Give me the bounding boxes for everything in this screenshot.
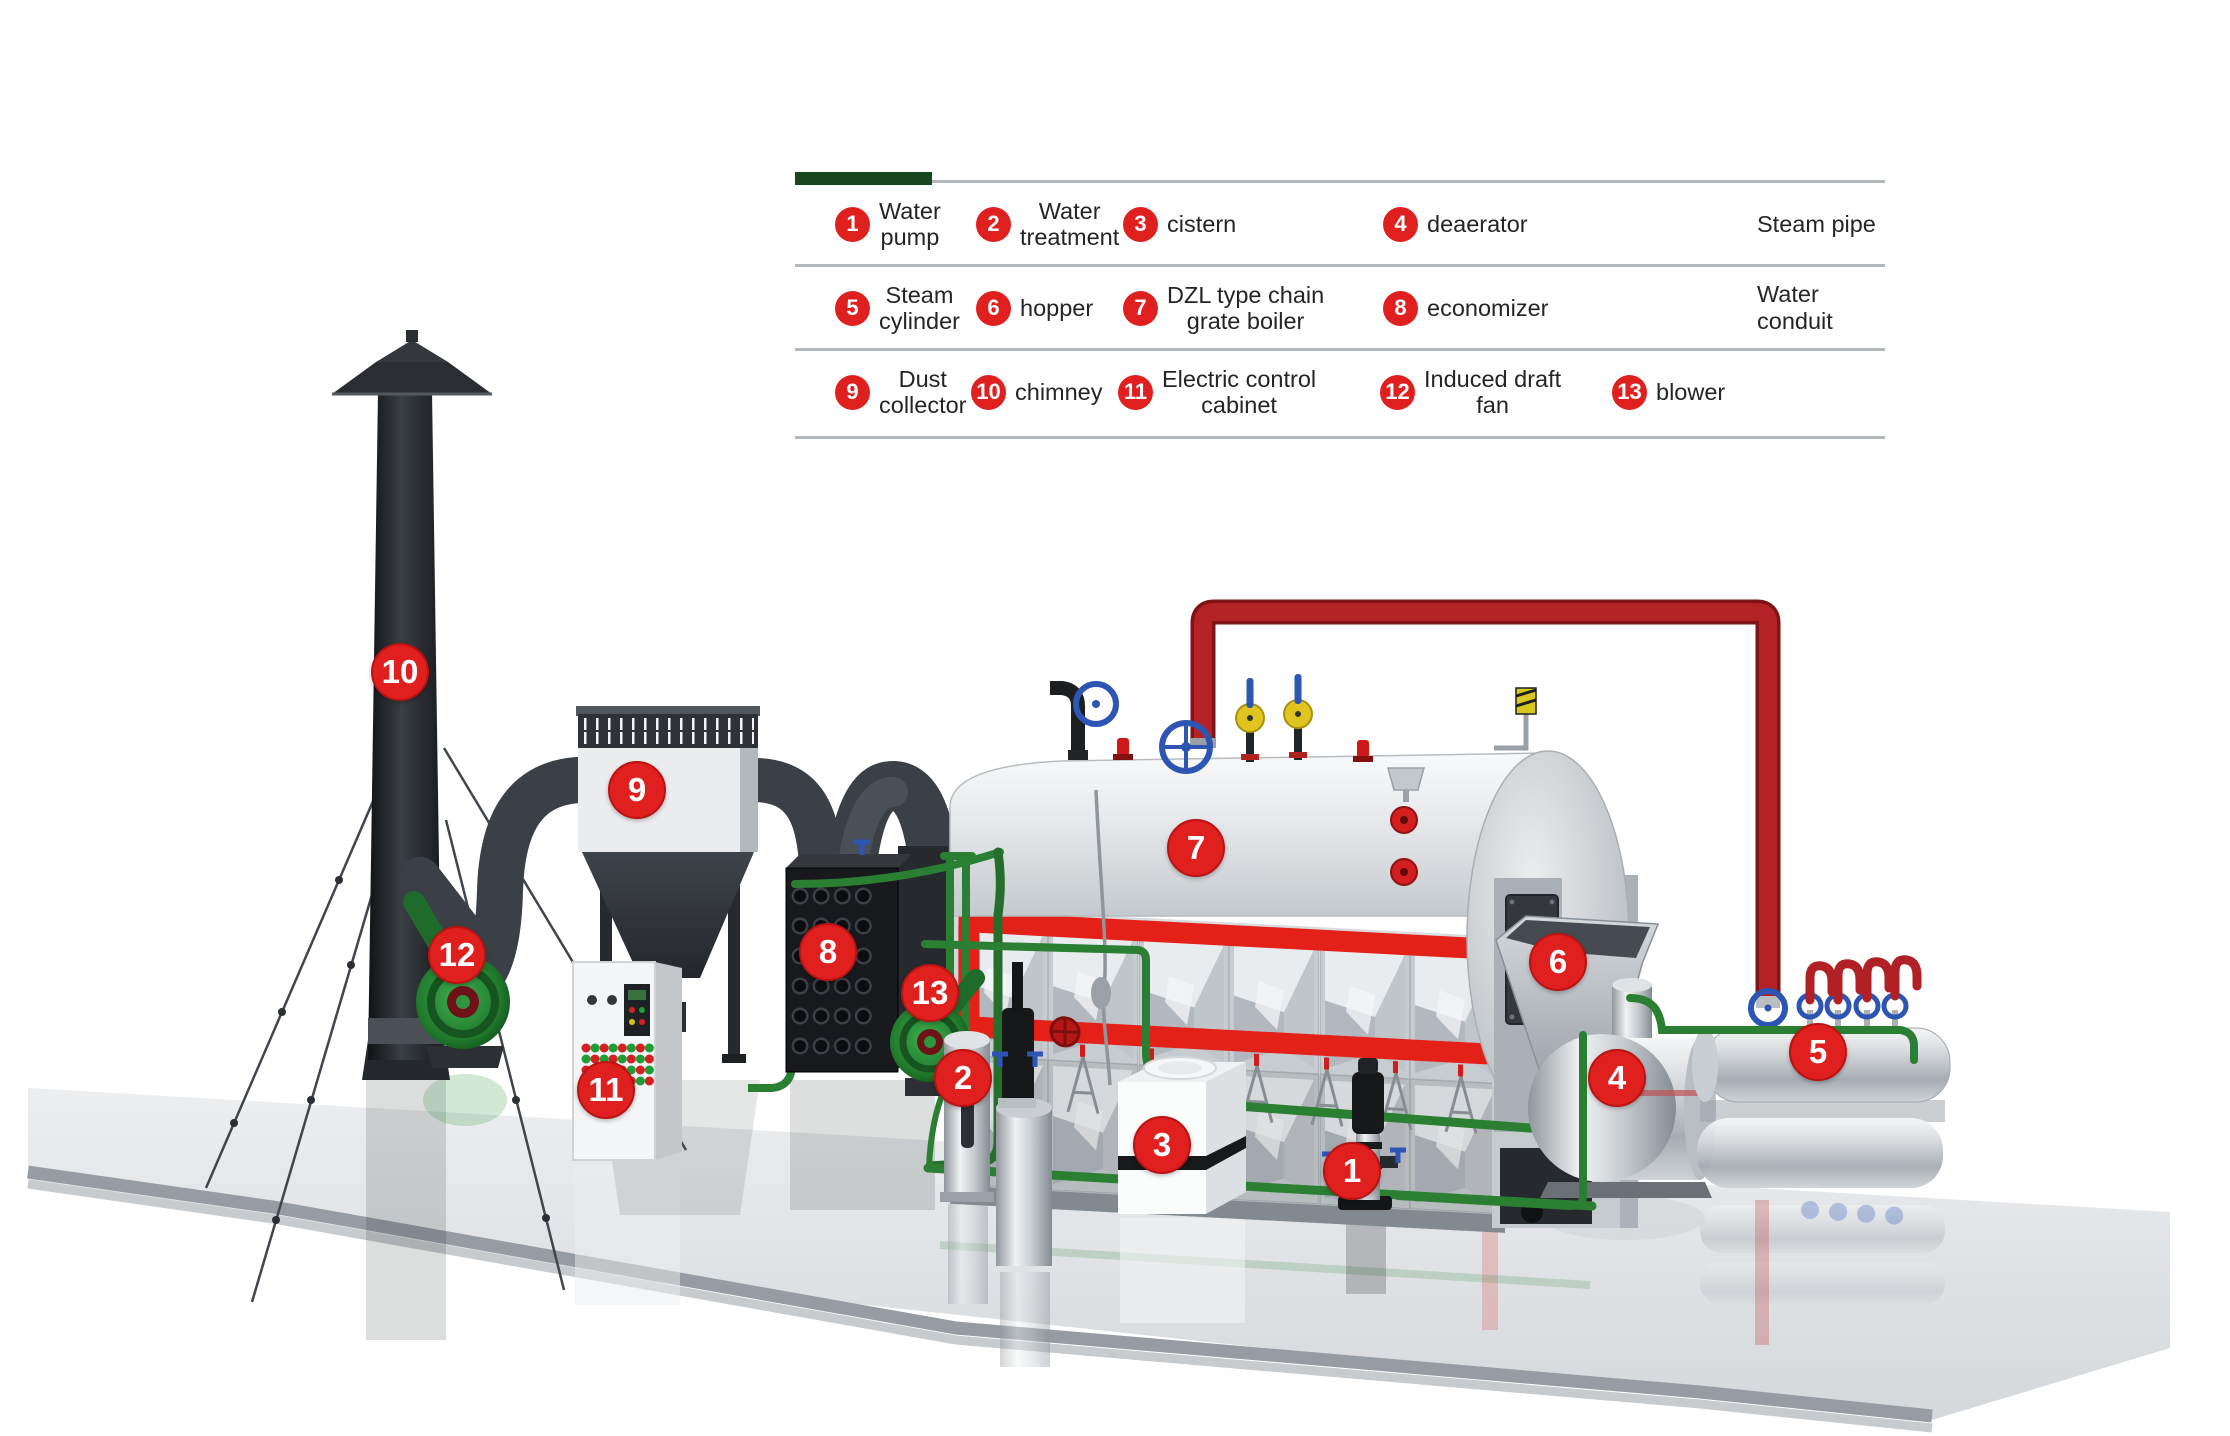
marker-cistern: 3 [1133, 1116, 1191, 1174]
yellow-valve [1235, 678, 1265, 762]
dust-collector-left-duct [458, 757, 601, 999]
legend-badge: 2 [976, 206, 1011, 242]
legend-item-boiler: 7 DZL type chain grate boiler [1123, 272, 1324, 344]
legend-item-dust-collector: 9 Dust collector [835, 356, 967, 428]
marker-steam-cylinder: 5 [1789, 1023, 1847, 1081]
legend-badge: 1 [835, 206, 870, 242]
legend-item-cistern: 3 cistern [1123, 188, 1236, 260]
legend-divider [795, 264, 1885, 267]
dosing-pump [1002, 1008, 1034, 1108]
legend-item-water-treatment: 2 Water treatment [976, 188, 1119, 260]
drum-fittings [1050, 674, 1537, 1086]
legend-item-deaerator: 4 deaerator [1383, 188, 1528, 260]
deaerator-front-pipe [1394, 1031, 1587, 1211]
marker-deaerator: 4 [1588, 1049, 1646, 1107]
legend-item-economizer: 8 economizer [1383, 272, 1548, 344]
marker-hopper: 6 [1529, 933, 1587, 991]
yellow-valve [1283, 674, 1313, 760]
legend-label: economizer [1427, 294, 1549, 321]
marker-blower: 13 [901, 964, 959, 1022]
marker-control-cabinet: 11 [577, 1061, 635, 1119]
legend-badge: 7 [1123, 290, 1158, 326]
legend-badge: 8 [1383, 290, 1418, 326]
legend-item-control-cabinet: 11 Electric control cabinet [1118, 356, 1316, 428]
sensor-cable [1094, 789, 1112, 1086]
legend-label: hopper [1020, 294, 1094, 321]
legend-badge: 5 [835, 290, 870, 326]
legend-item-steam-cylinder: 5 Steam cylinder [835, 272, 960, 344]
gooseneck-steam-outlets [1805, 955, 1922, 1005]
cylinder-valves [1748, 988, 1909, 1032]
legend-item-chimney: 10 chimney [971, 356, 1103, 428]
legend-label: chimney [1015, 378, 1103, 405]
legend-label: Dust collector [879, 365, 967, 418]
safety-valve-icon [1117, 738, 1129, 756]
frame-bottom-valve [1049, 1016, 1081, 1048]
steam-pipe-swatch-label: Steam pipe [1757, 210, 1876, 237]
marker-dust-collector: 9 [608, 761, 666, 819]
legend-label: Electric control cabinet [1162, 365, 1317, 418]
marker-water-treatment: 2 [934, 1049, 992, 1107]
handwheel-valve-icon [1073, 681, 1119, 727]
legend-badge: 11 [1118, 374, 1153, 410]
legend-badge: 12 [1380, 374, 1415, 410]
legend-divider [795, 180, 1885, 183]
legend-label: DZL type chain grate boiler [1167, 281, 1325, 334]
marker-chimney: 10 [371, 643, 429, 701]
marker-induced-draft-fan: 12 [428, 926, 486, 984]
legend-badge: 13 [1612, 374, 1647, 410]
legend-badge: 10 [971, 374, 1006, 410]
legend-divider [795, 436, 1885, 439]
deaerator-feed-pipe [1626, 994, 1918, 1064]
electric-control-cabinet [572, 961, 682, 1161]
legend: 1 Water pump 2 Water treatment 3 cistern… [795, 172, 1885, 444]
legend-badge: 6 [976, 290, 1011, 326]
marker-water-pump: 1 [1323, 1142, 1381, 1200]
legend-label: Water pump [879, 197, 941, 250]
legend-badge: 3 [1123, 206, 1158, 242]
legend-label: Water treatment [1020, 197, 1120, 250]
legend-item-hopper: 6 hopper [976, 272, 1093, 344]
legend-label: deaerator [1427, 210, 1528, 237]
legend-divider [795, 348, 1885, 351]
legend-item-induced-draft-fan: 12 Induced draft fan [1380, 356, 1561, 428]
vent-scoop [1387, 767, 1425, 791]
water-conduit-swatch-label: Water conduit [1757, 281, 1833, 334]
marker-boiler: 7 [1167, 819, 1225, 877]
legend-label: Steam cylinder [879, 281, 960, 334]
legend-label: blower [1656, 378, 1726, 405]
safety-valve-icon [1357, 740, 1369, 758]
legend-badge: 4 [1383, 206, 1418, 242]
legend-label: Induced draft fan [1424, 365, 1562, 418]
legend-item-water-pump: 1 Water pump [835, 188, 941, 260]
water-conduit-swatch [795, 172, 932, 185]
floor [27, 1088, 2170, 1433]
legend-item-blower: 13 blower [1612, 356, 1725, 428]
legend-badge: 9 [835, 374, 870, 410]
legend-label: cistern [1167, 210, 1237, 237]
steam-pipe [1159, 599, 1781, 1000]
marker-economizer: 8 [799, 923, 857, 981]
